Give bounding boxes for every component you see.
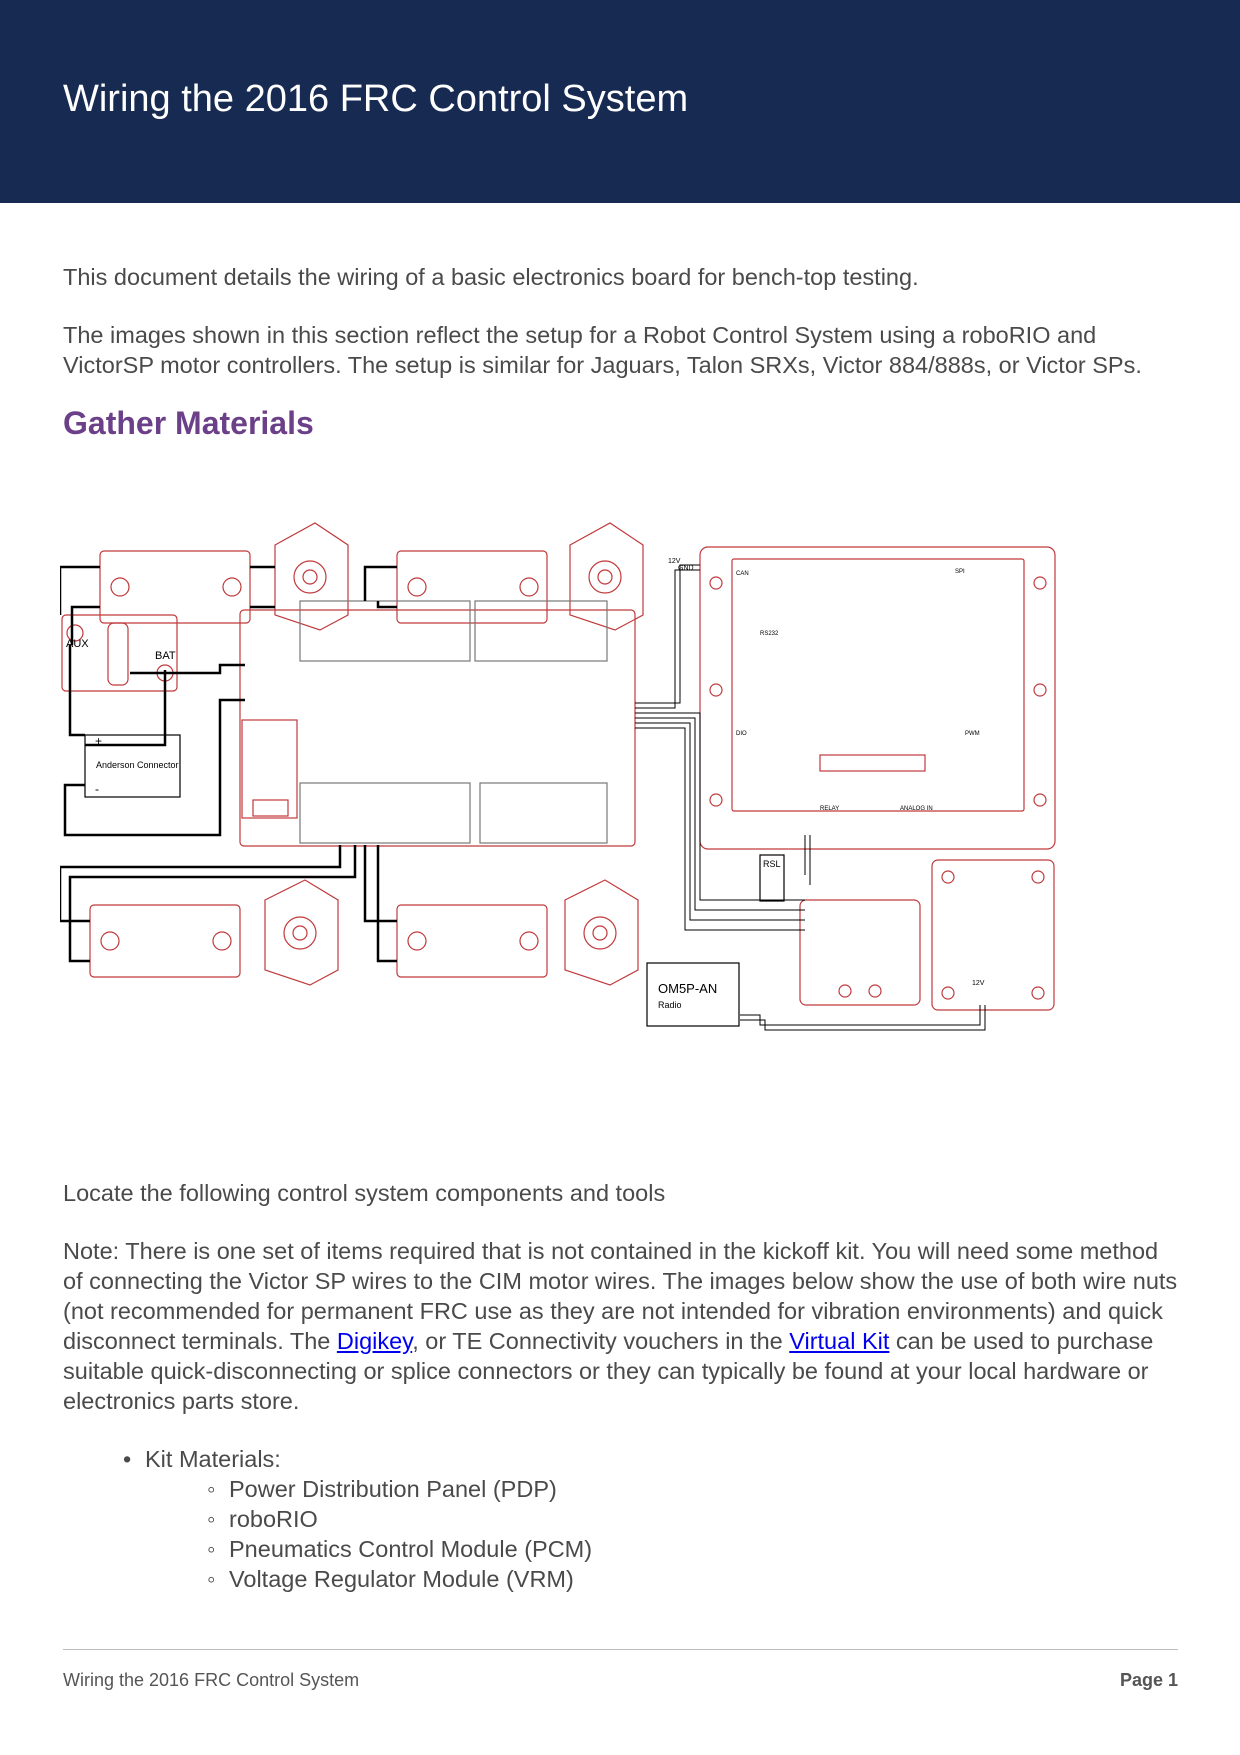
radio-sublabel: Radio <box>658 1000 682 1010</box>
motor-controller-4 <box>396 904 548 978</box>
radio <box>646 962 740 1027</box>
anderson-label: Anderson Connector <box>96 760 179 770</box>
kit-materials-label: Kit Materials: <box>145 1446 281 1472</box>
kit-materials-item: Kit Materials: Power Distribution Panel … <box>123 1444 1178 1594</box>
cim-motor-4 <box>564 879 639 986</box>
wiring-diagram-svg: AUX BAT + Anderson Connector - OM5P-AN R… <box>60 522 1056 1031</box>
digikey-link[interactable]: Digikey <box>336 1328 413 1354</box>
motor-controller-1 <box>99 550 251 624</box>
pwm-label: PWM <box>965 731 980 737</box>
note-text-2: , or TE Connectivity vouchers in the <box>412 1328 790 1354</box>
kit-materials-list: Kit Materials: Power Distribution Panel … <box>63 1444 1178 1594</box>
spi-label: SPI <box>955 569 965 575</box>
rs232-label: RS232 <box>760 631 779 637</box>
anderson-minus: - <box>95 782 99 796</box>
list-item: Pneumatics Control Module (PCM) <box>207 1534 1178 1564</box>
page-number: Page 1 <box>1119 1670 1178 1690</box>
wiring-diagram: AUX BAT + Anderson Connector - OM5P-AN R… <box>60 515 1180 1155</box>
list-item: Voltage Regulator Module (VRM) <box>207 1564 1178 1594</box>
roborio <box>699 546 1056 850</box>
note-text-1: Note: There is one set of items required… <box>63 1238 1178 1354</box>
virtual-kit-link[interactable]: Virtual Kit <box>789 1328 890 1354</box>
main-breaker <box>61 614 178 692</box>
gnd-label: GND <box>678 565 694 572</box>
cim-motor-2 <box>569 522 644 631</box>
bat-label: BAT <box>155 650 176 662</box>
list-item: Power Distribution Panel (PDP) <box>207 1474 1178 1504</box>
analog-label: ANALOG IN <box>900 806 933 812</box>
section-heading: Gather Materials <box>63 405 314 441</box>
body-content: Locate the following control system comp… <box>63 1178 1178 1594</box>
can-label: CAN <box>736 571 749 577</box>
intro-content: This document details the wiring of a ba… <box>63 262 1178 466</box>
footer-title: Wiring the 2016 FRC Control System <box>63 1670 360 1690</box>
v12-label: 12V <box>668 558 681 565</box>
radio-label: OM5P-AN <box>658 981 717 996</box>
intro-paragraph-1: This document details the wiring of a ba… <box>63 264 919 290</box>
aux-label: AUX <box>66 638 89 650</box>
voltage-regulator-module <box>799 899 921 1006</box>
cim-motor-1 <box>274 522 349 631</box>
cim-motor-3 <box>264 879 339 986</box>
page-header: Wiring the 2016 FRC Control System <box>0 0 1240 203</box>
note-text-3: can be used to purchase suitable quick-d… <box>63 1328 1154 1414</box>
kit-materials-sublist: Power Distribution Panel (PDP) roboRIO P… <box>145 1474 1178 1594</box>
robot-signal-light <box>759 854 785 902</box>
intro-paragraph-2: The images shown in this section reflect… <box>63 322 1142 378</box>
list-item: roboRIO <box>207 1504 1178 1534</box>
motor-controller-3 <box>89 904 241 978</box>
note-paragraph: Note: There is one set of items required… <box>63 1236 1178 1416</box>
rsl-label: RSL <box>763 859 781 869</box>
footer-divider <box>63 1649 1178 1650</box>
power-distribution-panel <box>239 609 636 847</box>
motor-controller-2 <box>396 550 548 624</box>
pneumatics-control-module <box>931 859 1055 1011</box>
locate-paragraph: Locate the following control system comp… <box>63 1180 666 1206</box>
relay-label: RELAY <box>820 806 839 812</box>
anderson-plus: + <box>95 734 102 748</box>
dio-label: DIO <box>736 731 747 737</box>
pcm-12v-label: 12V <box>972 980 985 987</box>
page-title: Wiring the 2016 FRC Control System <box>63 78 689 120</box>
